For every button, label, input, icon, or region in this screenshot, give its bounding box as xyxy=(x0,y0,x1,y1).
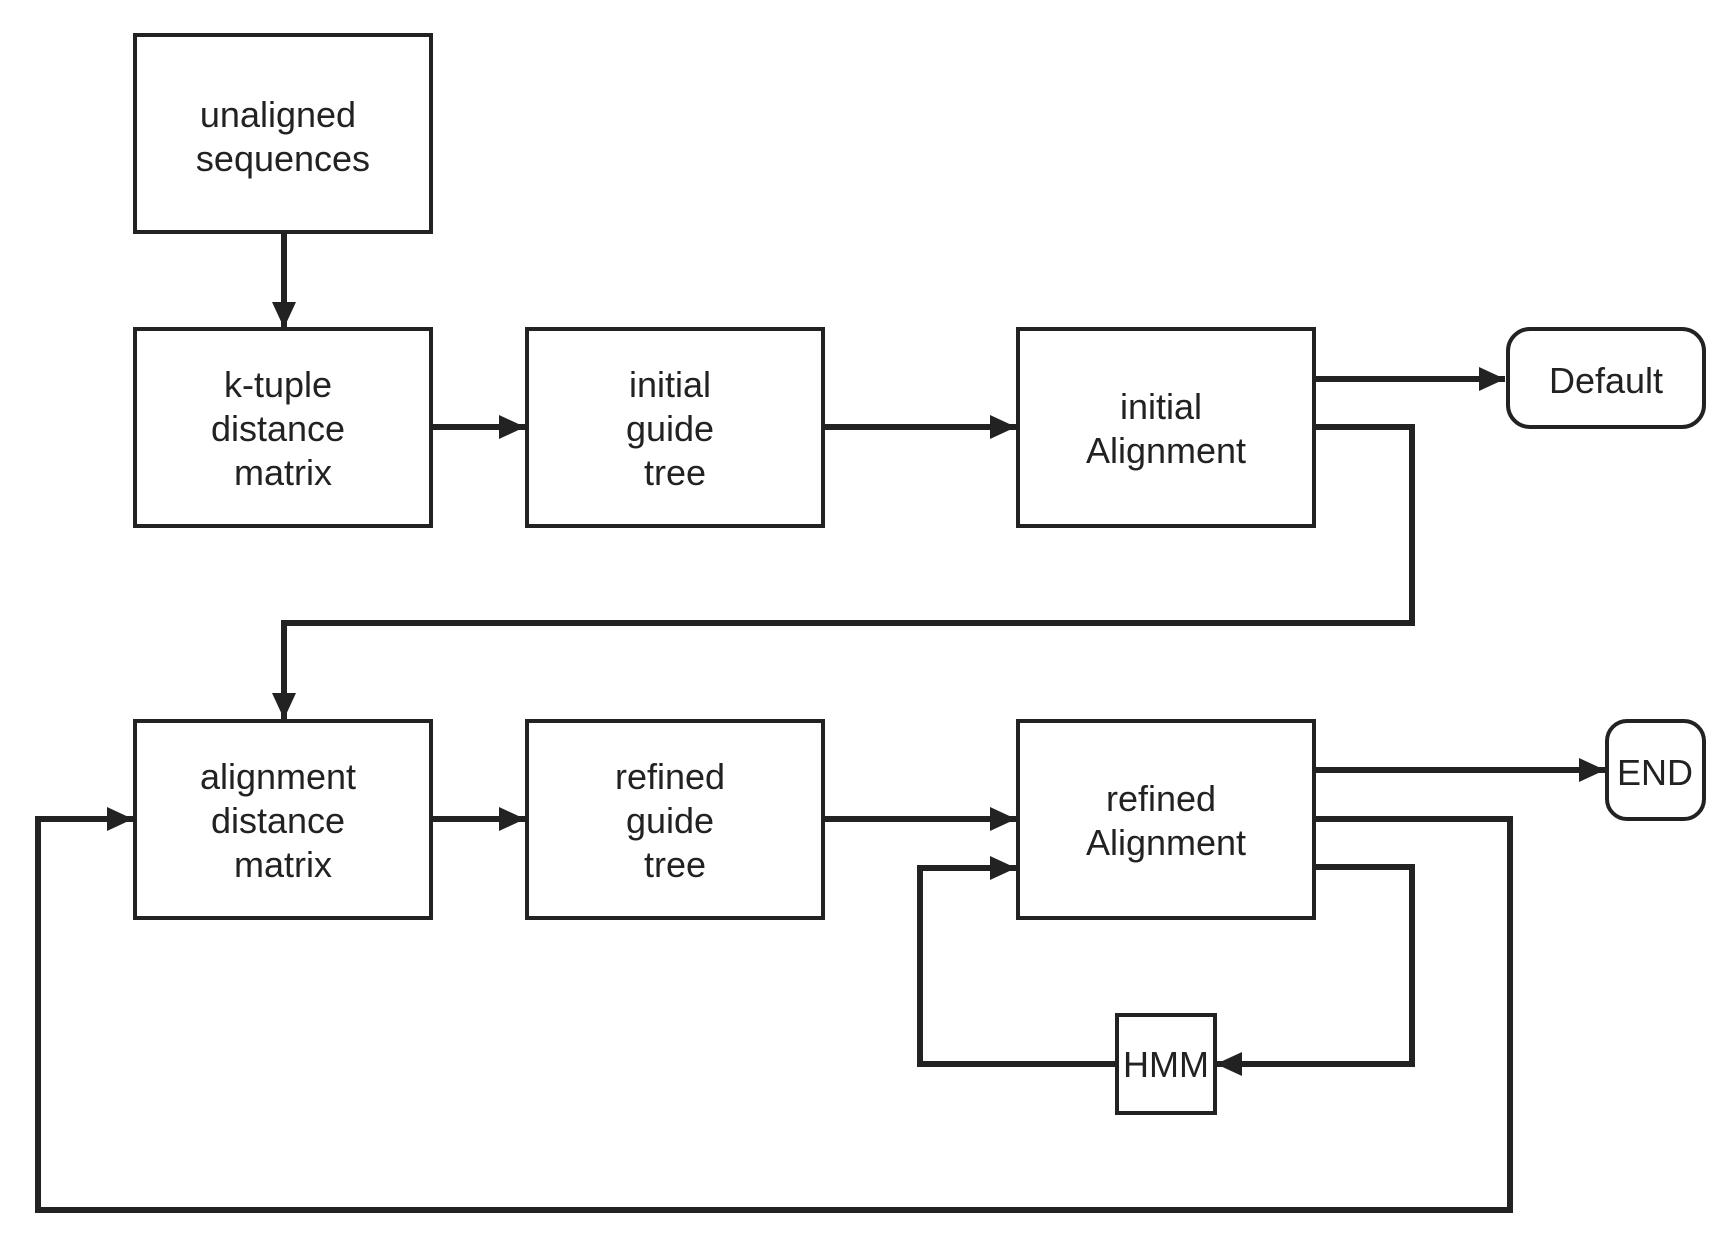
node-refined-guide-tree: refined guide tree xyxy=(525,719,825,920)
node-label-line: refined xyxy=(1106,778,1216,819)
node-label-line: k-tuple xyxy=(224,364,332,405)
node-label-line: distance xyxy=(211,408,345,449)
node-label-line: tree xyxy=(644,844,706,885)
node-initial-guide-tree: initial guide tree xyxy=(525,327,825,528)
node-label-line: tree xyxy=(644,452,706,493)
node-label-line: END xyxy=(1617,752,1693,793)
node-label-line: matrix xyxy=(234,452,332,493)
node-alignment-distance-matrix-box xyxy=(133,719,433,920)
node-unaligned-sequences-box xyxy=(133,33,433,234)
arrow-refined-alignment-loop-to-alignment-distance-matrix xyxy=(35,807,1513,1213)
node-label-line: unaligned xyxy=(200,94,356,135)
node-label-line: guide xyxy=(626,800,714,841)
node-alignment-distance-matrix-label: alignment distance matrix xyxy=(200,756,366,885)
node-label-line: Default xyxy=(1549,360,1663,401)
node-unaligned-sequences: unaligned sequences xyxy=(133,33,433,234)
node-default: Default xyxy=(1506,327,1706,429)
node-label-line: distance xyxy=(211,800,345,841)
node-end-label: END xyxy=(1617,752,1693,793)
arrow-hmm-to-refined-alignment xyxy=(917,856,1116,1067)
node-initial-alignment: initial Alignment xyxy=(1016,327,1316,528)
node-label-line: Alignment xyxy=(1086,430,1246,471)
node-label-line: Alignment xyxy=(1086,822,1246,863)
node-refined-guide-tree-label: refined guide tree xyxy=(615,756,735,885)
node-end-box xyxy=(1605,719,1706,821)
node-ktuple-distance-matrix: k-tuple distance matrix xyxy=(133,327,433,528)
node-label-line: sequences xyxy=(196,138,370,179)
node-initial-alignment-box xyxy=(1016,327,1316,528)
arrow-initial-alignment-to-alignment-distance-matrix xyxy=(272,424,1415,719)
node-hmm-box xyxy=(1115,1013,1217,1115)
node-refined-alignment: refined Alignment xyxy=(1016,719,1316,920)
node-initial-guide-tree-box xyxy=(525,327,825,528)
node-initial-guide-tree-label: initial guide tree xyxy=(626,364,724,493)
node-hmm-label: HMM xyxy=(1123,1044,1209,1085)
node-default-box xyxy=(1506,327,1706,429)
node-unaligned-sequences-label: unaligned sequences xyxy=(196,94,370,179)
node-ktuple-distance-matrix-box xyxy=(133,327,433,528)
arrow-refined-alignment-to-hmm xyxy=(1216,864,1415,1076)
node-refined-alignment-box xyxy=(1016,719,1316,920)
node-label-line: initial xyxy=(629,364,711,405)
node-refined-alignment-label: refined Alignment xyxy=(1086,778,1246,863)
node-refined-guide-tree-box xyxy=(525,719,825,920)
node-end: END xyxy=(1605,719,1706,821)
node-hmm: HMM xyxy=(1115,1013,1217,1115)
node-label-line: HMM xyxy=(1123,1044,1209,1085)
node-alignment-distance-matrix: alignment distance matrix xyxy=(133,719,433,920)
node-ktuple-distance-matrix-label: k-tuple distance matrix xyxy=(211,364,355,493)
node-label-line: initial xyxy=(1120,386,1202,427)
node-label-line: refined xyxy=(615,756,725,797)
connectors xyxy=(35,232,1605,1213)
node-initial-alignment-label: initial Alignment xyxy=(1086,386,1246,471)
node-label-line: matrix xyxy=(234,844,332,885)
node-label-line: alignment xyxy=(200,756,356,797)
node-default-label: Default xyxy=(1549,360,1663,401)
node-label-line: guide xyxy=(626,408,714,449)
